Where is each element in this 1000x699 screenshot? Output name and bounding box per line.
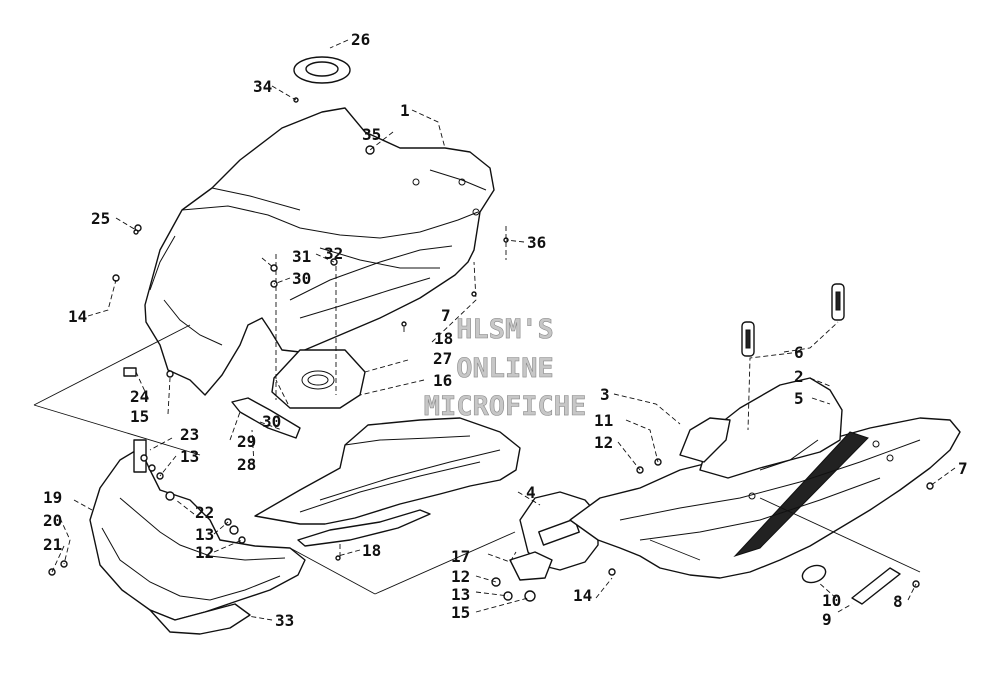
rear-tunnel-part bbox=[569, 377, 961, 579]
callout-10: 10 bbox=[822, 591, 841, 610]
callout-11: 11 bbox=[594, 411, 613, 430]
lower-strip-part bbox=[297, 509, 431, 547]
callout-27: 27 bbox=[433, 349, 452, 368]
callout-labels: 1 2 3 4 5 6 7 7 8 9 10 11 12 12 12 13 13… bbox=[43, 30, 968, 630]
assembly-lines bbox=[33, 39, 956, 621]
callout-9: 9 bbox=[822, 610, 832, 629]
callout-2: 2 bbox=[794, 367, 804, 386]
callout-26: 26 bbox=[351, 30, 370, 49]
callout-15b: 15 bbox=[451, 603, 470, 622]
callout-12c: 12 bbox=[451, 567, 470, 586]
watermark: HLSM'S ONLINE MICROFICHE bbox=[423, 314, 587, 423]
callout-17: 17 bbox=[451, 547, 470, 566]
callout-20: 20 bbox=[43, 511, 62, 530]
callout-12b: 12 bbox=[195, 543, 214, 562]
shock-mount-part bbox=[741, 283, 845, 357]
callout-7b: 7 bbox=[958, 459, 968, 478]
upper-console-part bbox=[144, 107, 495, 396]
callout-1: 1 bbox=[400, 101, 410, 120]
rear-strip-part bbox=[851, 567, 901, 605]
callout-30b: 30 bbox=[262, 412, 281, 431]
callout-13c: 13 bbox=[451, 585, 470, 604]
callout-18b: 18 bbox=[362, 541, 381, 560]
callout-6: 6 bbox=[794, 343, 804, 362]
floor-panel-part bbox=[254, 417, 521, 525]
grommet-ring-part bbox=[293, 56, 351, 84]
watermark-line-1: HLSM'S bbox=[456, 314, 554, 345]
watermark-line-3: MICROFICHE bbox=[424, 391, 587, 422]
callout-35: 35 bbox=[362, 125, 381, 144]
rear-cap-part bbox=[801, 564, 827, 584]
callout-32: 32 bbox=[324, 244, 343, 263]
callout-7a: 7 bbox=[441, 306, 451, 325]
callout-12a: 12 bbox=[594, 433, 613, 452]
callout-34: 34 bbox=[253, 77, 272, 96]
callout-5: 5 bbox=[794, 389, 804, 408]
callout-28: 28 bbox=[237, 455, 256, 474]
callout-30a: 30 bbox=[292, 269, 311, 288]
mount-bracket-part bbox=[509, 551, 553, 581]
small-bracket-part bbox=[231, 397, 301, 439]
callout-13b: 13 bbox=[195, 525, 214, 544]
callout-33: 33 bbox=[275, 611, 294, 630]
callout-8: 8 bbox=[893, 592, 903, 611]
callout-36: 36 bbox=[527, 233, 546, 252]
callout-3: 3 bbox=[600, 385, 610, 404]
callout-19: 19 bbox=[43, 488, 62, 507]
callout-14a: 14 bbox=[68, 307, 87, 326]
callout-31: 31 bbox=[292, 247, 311, 266]
callout-23: 23 bbox=[180, 425, 199, 444]
callout-29: 29 bbox=[237, 432, 256, 451]
watermark-line-2: ONLINE bbox=[456, 353, 554, 384]
callout-16: 16 bbox=[433, 371, 452, 390]
callout-18a: 18 bbox=[434, 329, 453, 348]
callout-25: 25 bbox=[91, 209, 110, 228]
callout-22: 22 bbox=[195, 503, 214, 522]
callout-13a: 13 bbox=[180, 447, 199, 466]
callout-24: 24 bbox=[130, 387, 149, 406]
callout-14b: 14 bbox=[573, 586, 592, 605]
callout-4: 4 bbox=[526, 483, 536, 502]
callout-21: 21 bbox=[43, 535, 62, 554]
callout-15a: 15 bbox=[130, 407, 149, 426]
bracket-plate-part bbox=[271, 349, 366, 409]
